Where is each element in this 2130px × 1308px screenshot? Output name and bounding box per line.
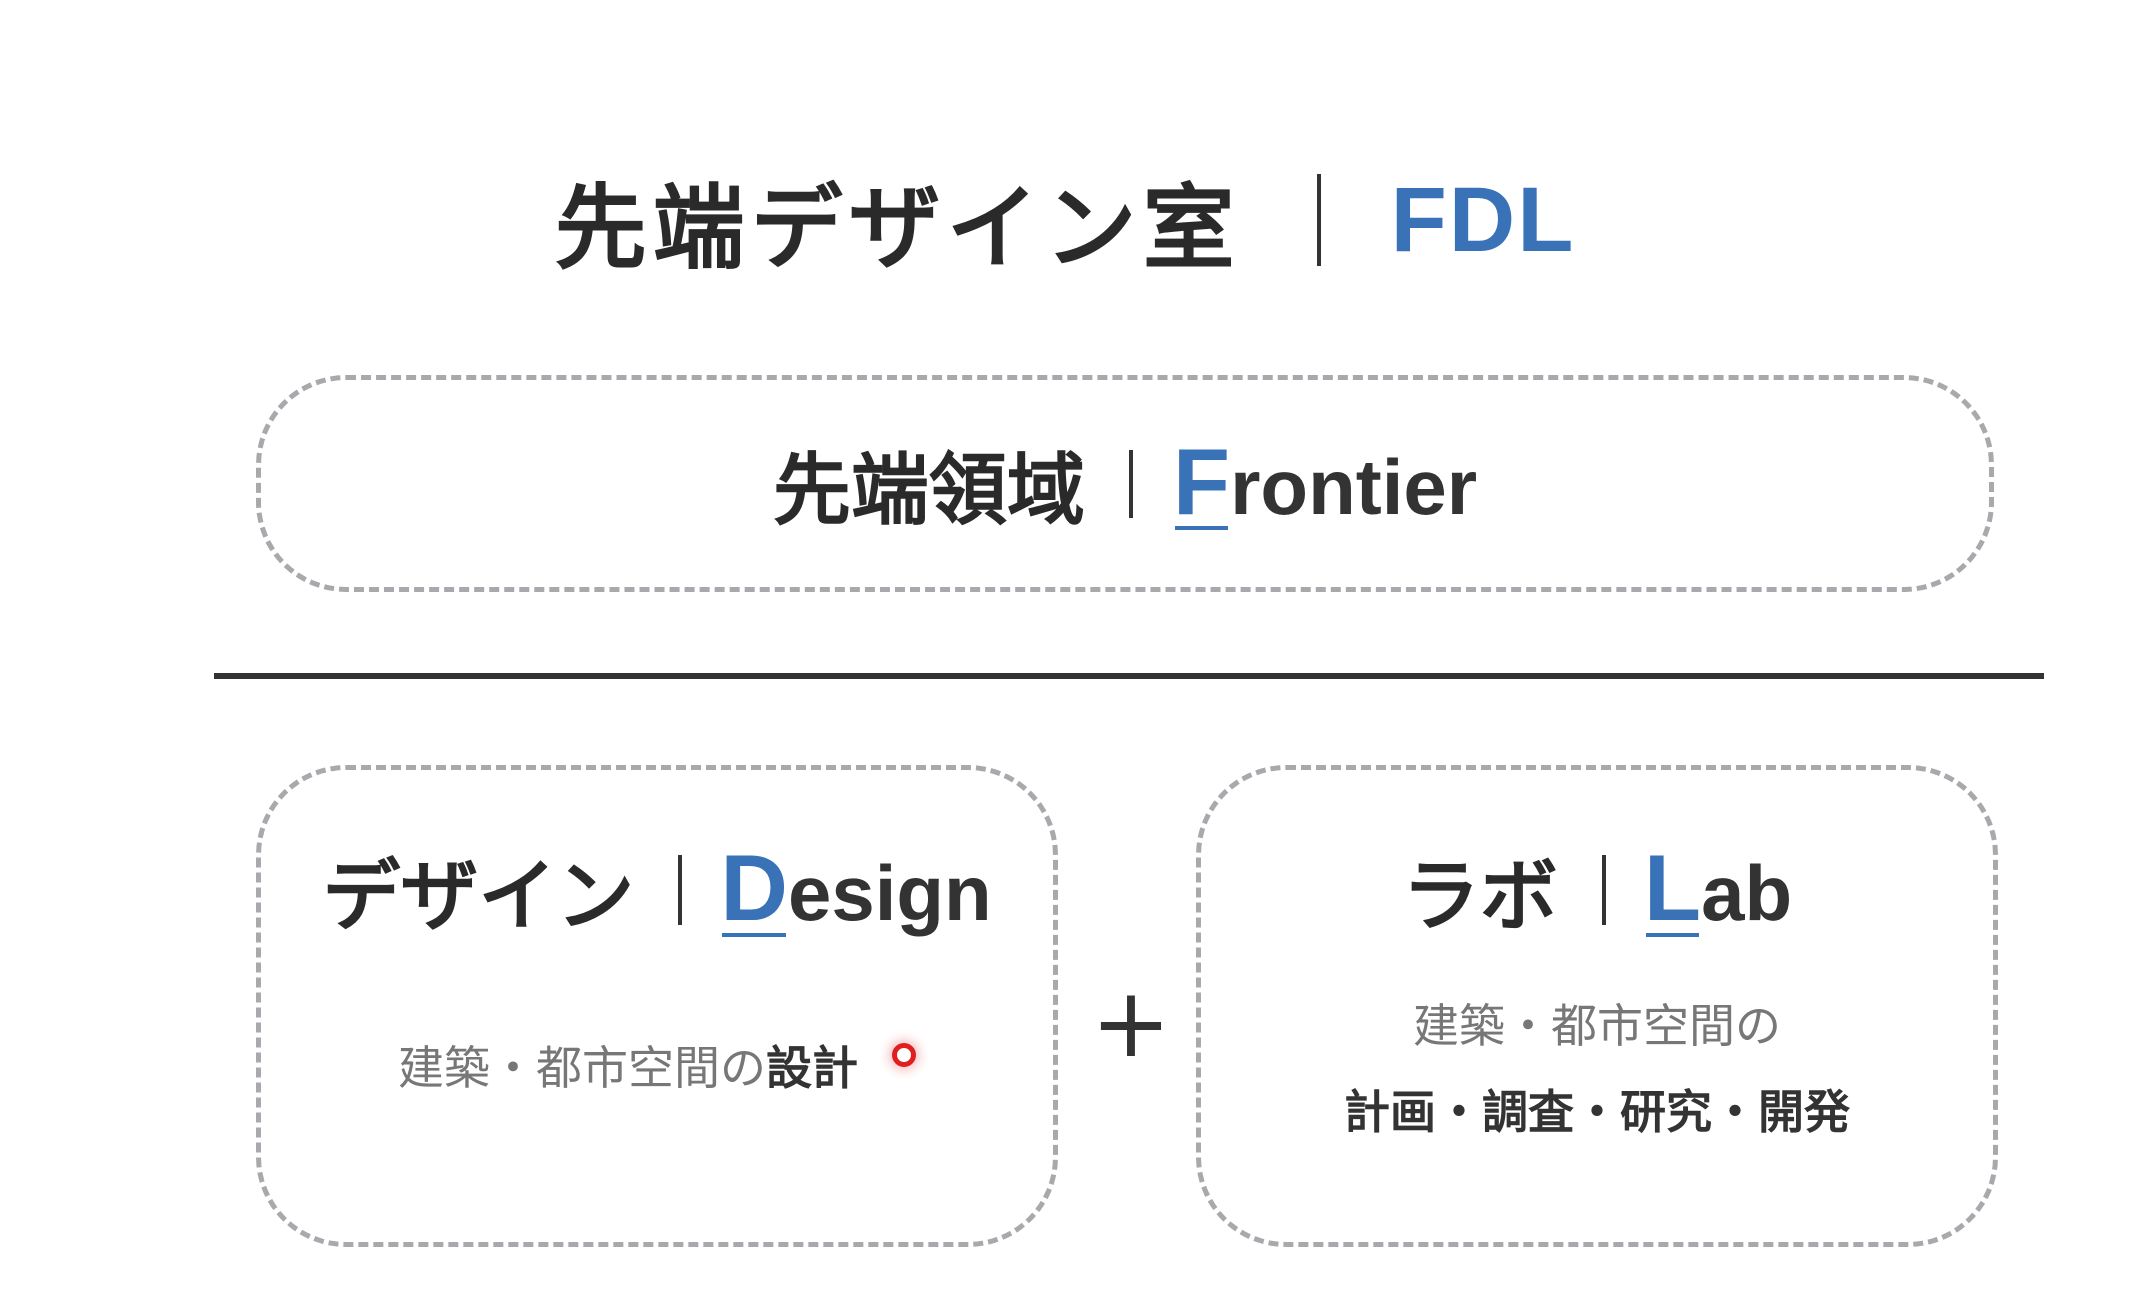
frontier-separator <box>1128 449 1133 518</box>
divider-line <box>214 673 2044 679</box>
frontier-en: Frontier <box>1172 428 1478 534</box>
title-jp: 先端デザイン室 <box>554 174 1241 282</box>
design-en: Design <box>720 841 991 939</box>
lab-en: Lab <box>1644 841 1792 939</box>
frontier-jp: 先端領域 <box>772 445 1085 536</box>
frontier-label: 先端領域 Frontier <box>256 375 1994 592</box>
frontier-initial: F <box>1172 428 1231 534</box>
title-en: FDL <box>1390 168 1576 271</box>
lab-box <box>1196 765 1998 1247</box>
design-separator <box>678 855 683 925</box>
lab-initial: L <box>1643 835 1702 940</box>
lab-rest: ab <box>1701 849 1793 937</box>
design-rest: esign <box>787 849 992 937</box>
cursor-indicator-icon <box>892 1043 916 1067</box>
lab-description-line2: 計画・調査・研究・開発 <box>1344 1085 1850 1139</box>
lab-description-line1: 建築・都市空間の <box>1413 999 1781 1053</box>
frontier-box <box>256 375 1994 592</box>
plus-connector: + <box>1090 967 1172 1079</box>
design-initial: D <box>720 835 788 940</box>
lab-jp: ラボ <box>1401 852 1558 942</box>
page-title: 先端デザイン室 FDL <box>0 150 2130 290</box>
frontier-rest: rontier <box>1230 442 1478 531</box>
design-jp: デザイン <box>322 852 635 942</box>
design-desc-bold: 設計 <box>766 1041 858 1095</box>
title-separator <box>1316 174 1321 266</box>
design-box <box>256 765 1058 1247</box>
lab-heading: ラボ Lab <box>1196 835 1998 945</box>
design-description: 建築・都市空間の設計 <box>256 1030 1058 1100</box>
lab-separator <box>1601 855 1606 925</box>
design-heading: デザイン Design <box>256 835 1058 945</box>
design-desc-plain: 建築・都市空間の <box>398 1041 766 1095</box>
